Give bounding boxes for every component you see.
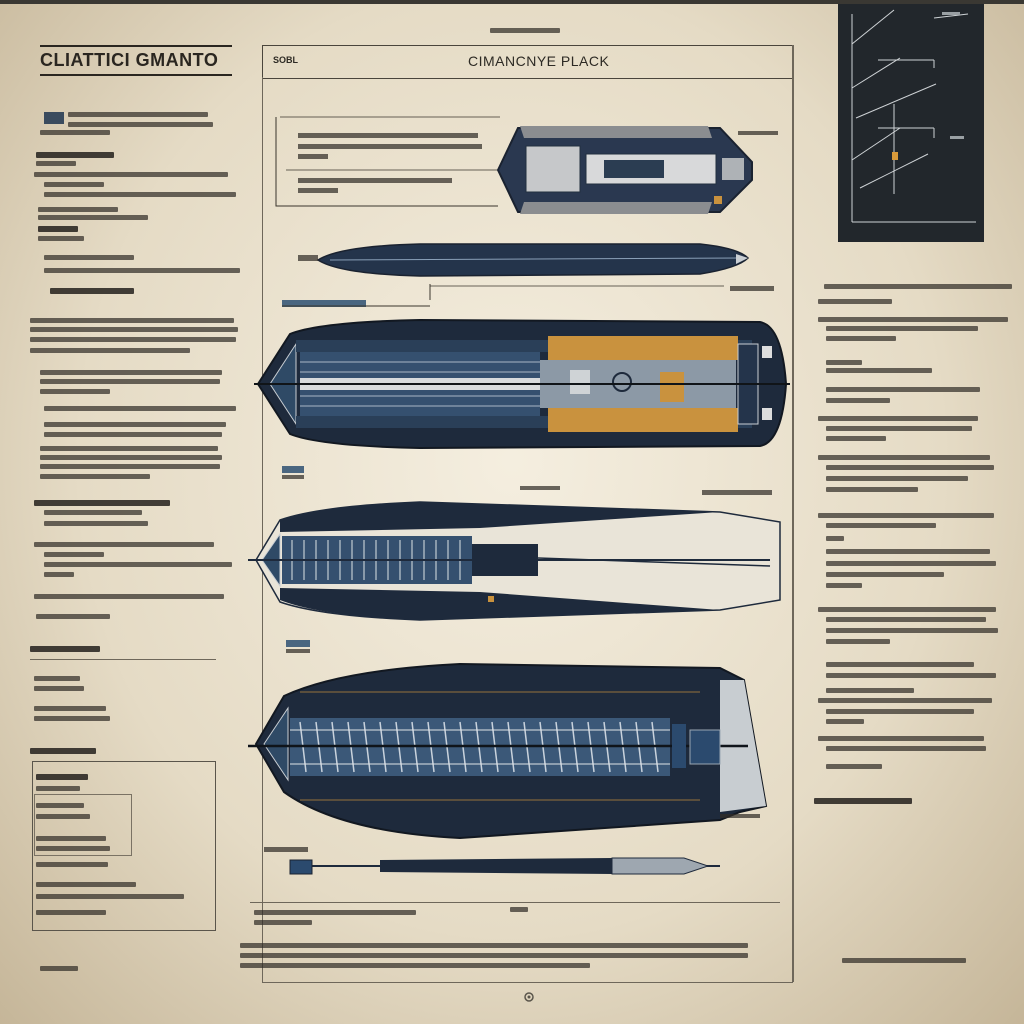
left-marker bbox=[44, 112, 64, 124]
hull-profile-icon bbox=[282, 243, 774, 307]
title-block: CLIATTICI GMANTO bbox=[40, 42, 232, 79]
schematic-graph-panel bbox=[838, 4, 984, 242]
spec-table-box bbox=[32, 761, 216, 931]
registration-mark-icon bbox=[524, 992, 534, 1002]
hull-longitudinal-section-icon bbox=[248, 466, 781, 621]
header-text bbox=[490, 28, 560, 33]
center-title: CIMANCNYE PLACK bbox=[468, 53, 610, 69]
top-edge bbox=[0, 0, 1024, 4]
frame-bottom bbox=[262, 982, 793, 983]
page-title: CLIATTICI GMANTO bbox=[40, 50, 219, 70]
frame-left bbox=[262, 77, 263, 982]
hull-bottom-section-icon bbox=[248, 640, 768, 840]
frame-right bbox=[792, 45, 794, 982]
title-rule-bottom bbox=[40, 74, 232, 76]
center-small-label: SOBL bbox=[273, 55, 299, 65]
hull-keel-profile-icon bbox=[264, 847, 720, 875]
hull-cross-section-icon bbox=[254, 318, 790, 450]
ship-plan-icon bbox=[275, 116, 778, 214]
schematic-graph-icon bbox=[851, 9, 976, 223]
title-rule-top bbox=[40, 45, 232, 47]
center-title-box: SOBL CIMANCNYE PLACK bbox=[262, 45, 794, 79]
